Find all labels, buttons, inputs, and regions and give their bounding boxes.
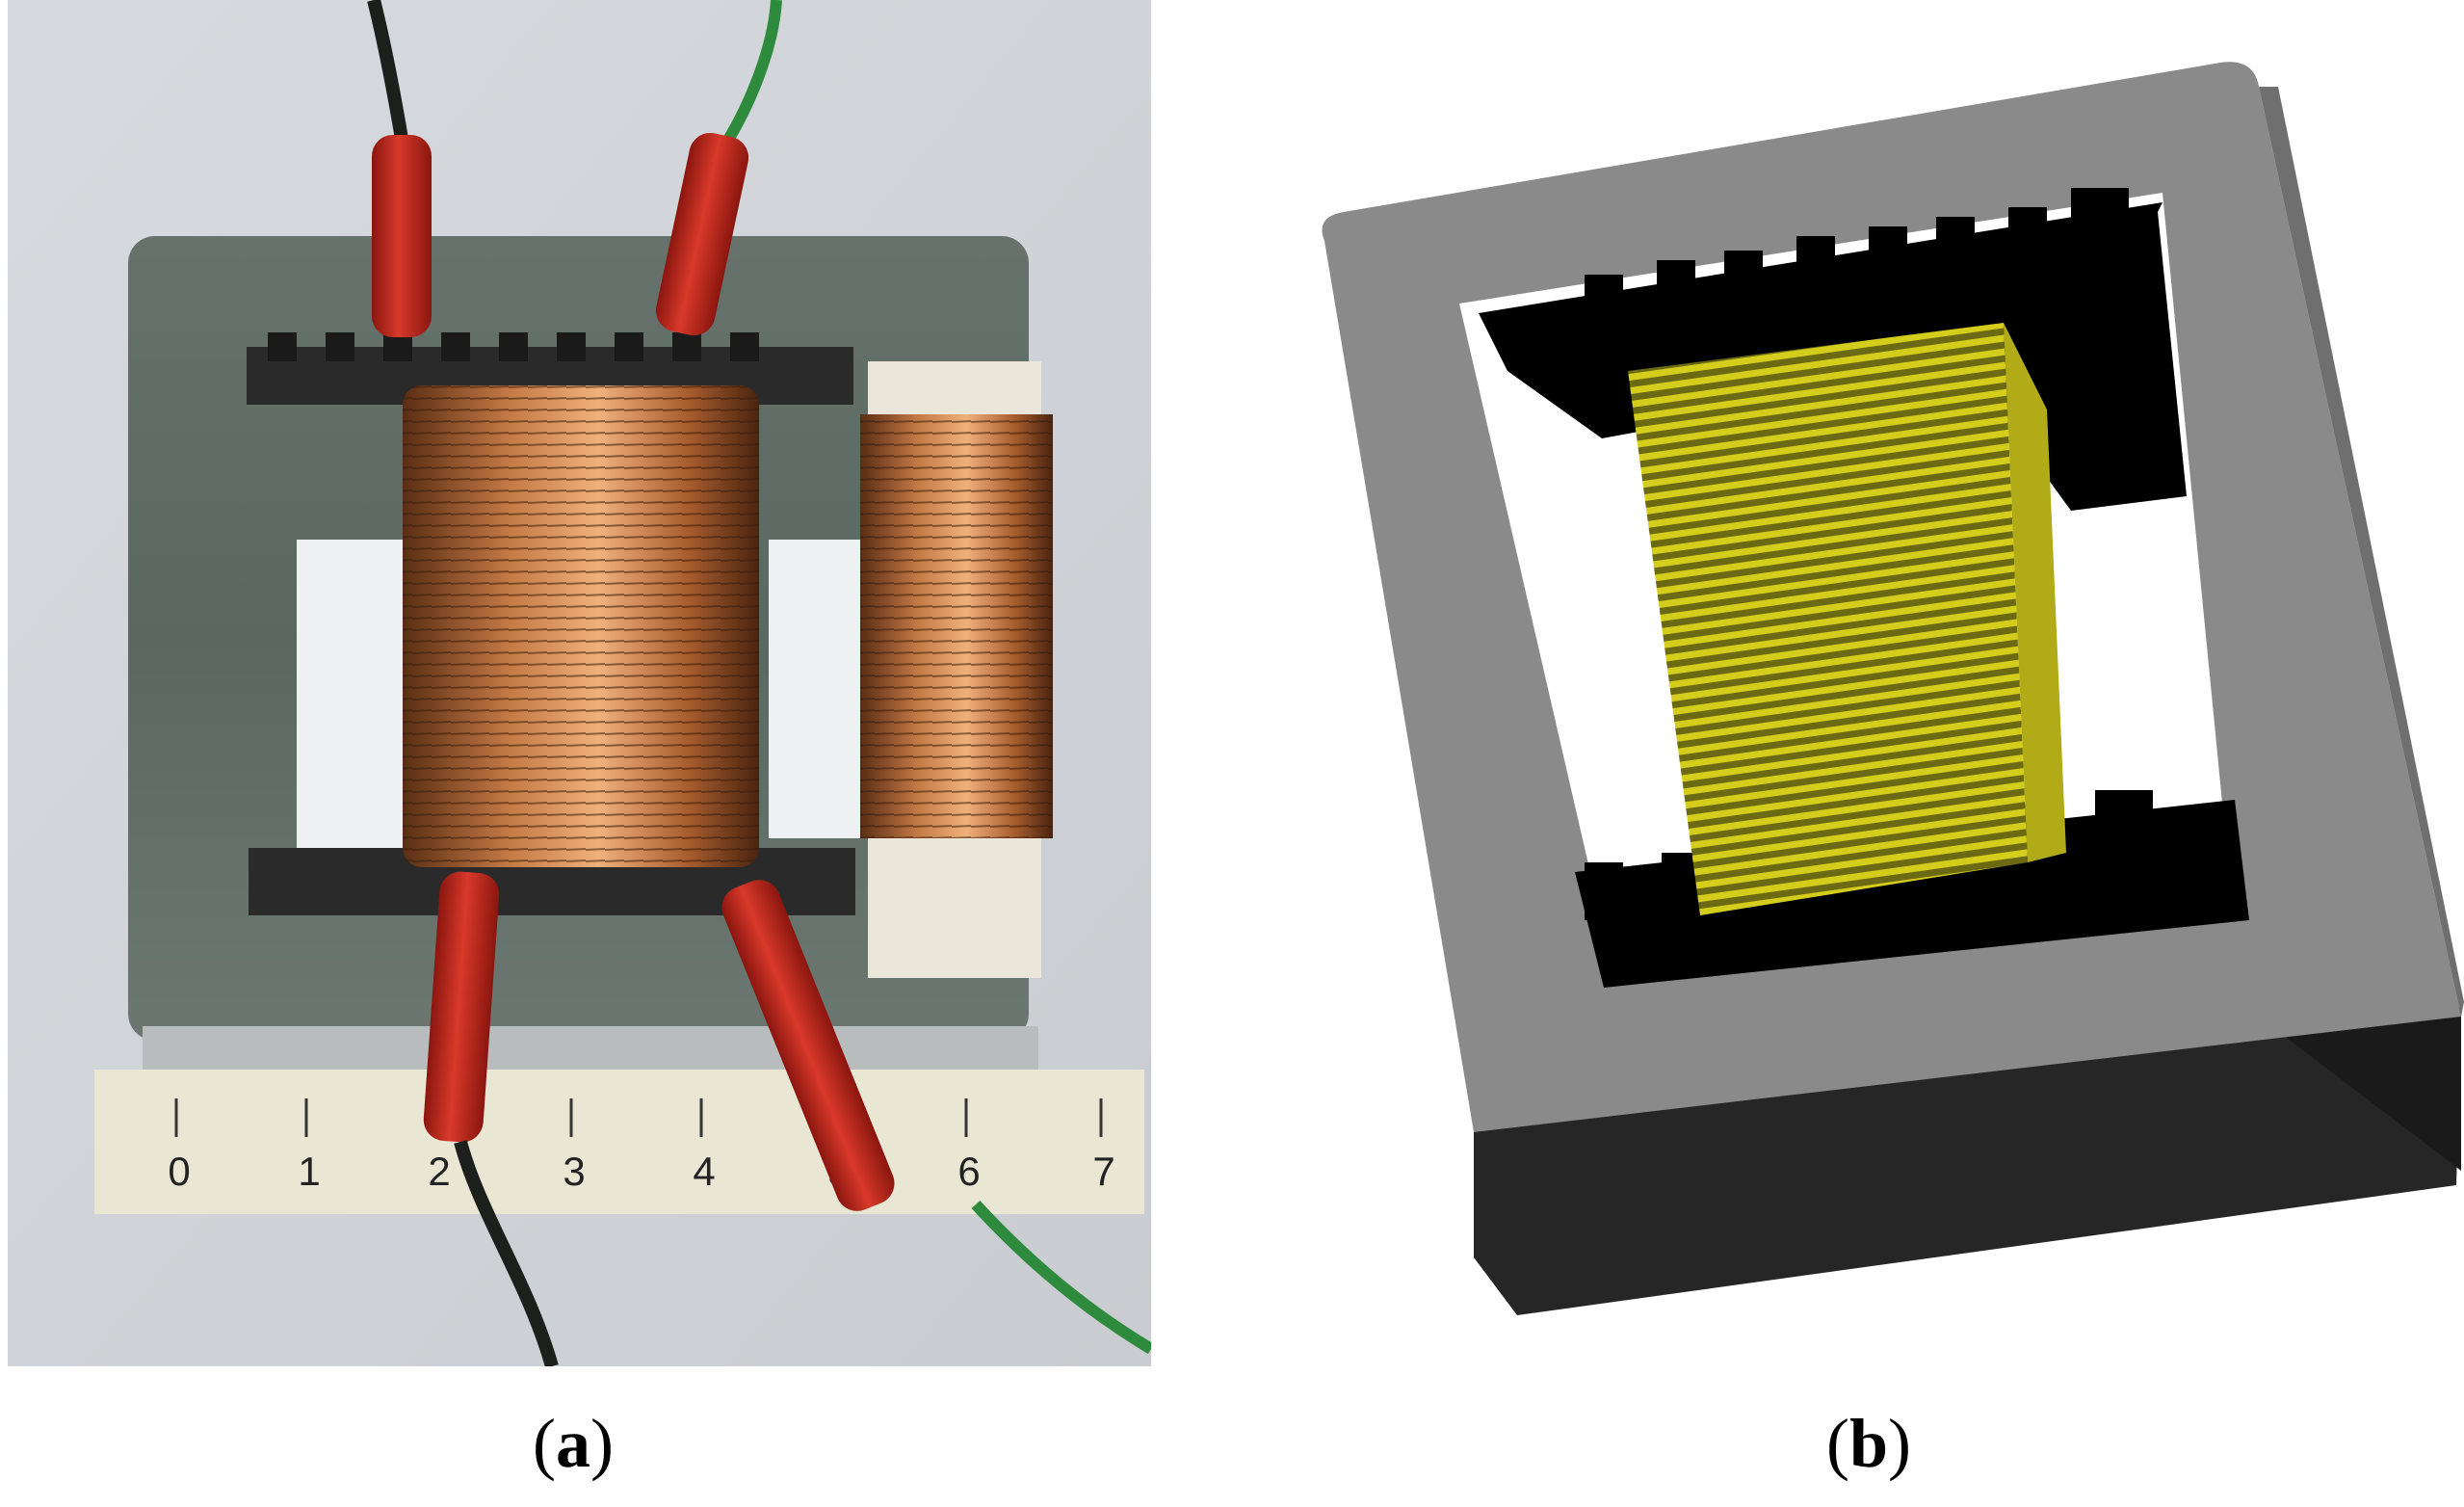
transformer-photo: 0 1 2 3 4 5 6 7 [8, 0, 1155, 1368]
caption-close-paren: ) [1888, 1405, 1911, 1482]
caption-letter: a [556, 1405, 590, 1482]
caption-letter: b [1848, 1405, 1889, 1482]
photo-panel-a: 0 1 2 3 4 5 6 7 [8, 0, 1155, 1368]
caption-open-paren: ( [1825, 1405, 1849, 1482]
ruler-label: 2 [428, 1149, 450, 1194]
render-panel-b [1296, 53, 2464, 1344]
ruler-label: 0 [168, 1149, 190, 1194]
ruler-label: 1 [298, 1149, 320, 1194]
ruler-label: 4 [693, 1149, 715, 1194]
caption-a: (a) [429, 1405, 718, 1482]
caption-close-paren: ) [590, 1405, 614, 1482]
caption-open-paren: ( [533, 1405, 556, 1482]
caption-b: (b) [1724, 1405, 2013, 1482]
ruler-label: 7 [1092, 1149, 1114, 1194]
transformer-render [1322, 62, 2464, 1315]
ruler-label: 3 [563, 1149, 585, 1194]
ruler-label: 6 [957, 1149, 980, 1194]
